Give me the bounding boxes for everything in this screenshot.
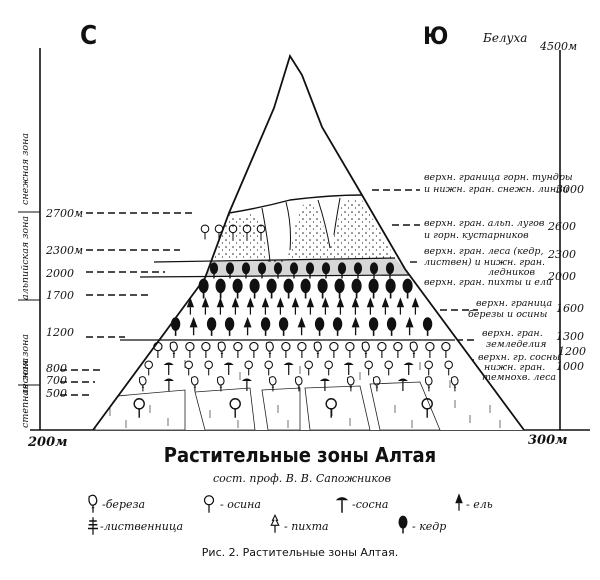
peak-name: Белуха	[482, 31, 527, 45]
legend-item-cedar: - кедр	[397, 514, 446, 534]
larch-icon	[87, 516, 99, 536]
base-left-height: 200м	[27, 435, 68, 450]
right-annotations: верхн. граница горн. тундры и нижн. гран…	[424, 172, 586, 383]
annotation-forest-top: верхн. гран. леса (кедр,	[424, 246, 544, 257]
zone-label-steppe: степная зона	[20, 358, 31, 428]
annotation-3000: 3000	[556, 183, 584, 196]
left-height-2700: 2700м	[45, 207, 83, 220]
legend-item-larch: -лиственница	[87, 516, 183, 536]
direction-north: С	[80, 21, 97, 51]
direction-south: Ю	[423, 22, 448, 50]
diagram-title: Растительные зоны Алтая	[164, 443, 436, 467]
zone-label-snow: снежная зона	[20, 133, 31, 205]
annotation-1600: 1600	[556, 302, 584, 315]
svg-text:-сосна: -сосна	[352, 498, 388, 511]
svg-text:-береза: -береза	[102, 498, 145, 511]
annotation-farming-top: верхн. гран.	[482, 328, 543, 339]
annotation-2300: 2300	[547, 248, 576, 261]
annotation-aspen: березы и осины	[468, 309, 548, 320]
annotation-pine-top: верхн. гр. сосны	[478, 352, 560, 363]
annotation-1300: 1300	[556, 330, 584, 343]
birch-icon	[88, 494, 98, 514]
annotation-farming: земледелия	[486, 339, 546, 350]
pine-icon	[334, 496, 350, 514]
annotation-shrubs: и горн. кустарников	[424, 230, 529, 241]
legend-item-pine: -сосна	[334, 496, 388, 514]
svg-text:- кедр: - кедр	[412, 520, 446, 533]
left-height-1200: 1200	[46, 326, 74, 339]
annotation-2000: 2000	[547, 270, 576, 283]
left-height-500: 500	[46, 387, 67, 400]
left-height-2000: 2000	[45, 267, 74, 280]
zone-label-forest: лесная зона	[20, 334, 31, 395]
left-height-1700: 1700	[46, 289, 74, 302]
annotation-snowline: и нижн. гран. снежн. линии	[424, 184, 568, 195]
legend-item-spruce: - ель	[454, 492, 493, 512]
annotation-1000: 1000	[556, 360, 584, 373]
annotation-larch: листвен) и нижн. гран.	[424, 257, 545, 268]
tree-mark-0	[200, 224, 210, 240]
annotation-1200: 1200	[558, 345, 586, 358]
legend-item-birch: -береза	[88, 494, 145, 514]
legend: -береза - осина -сосна - ель -лиственниц…	[87, 492, 493, 536]
annotation-dark-forest-low: нижн. гран.	[484, 362, 545, 373]
diagram-subtitle: сост. проф. В. В. Сапожников	[213, 472, 391, 485]
annotation-glaciers: ледников	[488, 267, 535, 278]
left-height-labels: 2700м 2300м 2000 1700 1200 800 700 500	[45, 207, 83, 400]
base-right-height: 300м	[528, 433, 568, 448]
peak-height: 4500м	[539, 40, 577, 53]
svg-text:- пихта: - пихта	[284, 520, 329, 533]
svg-text:-лиственница: -лиственница	[100, 520, 183, 533]
zone-labels: снежная зона альпийская зона лесная зона…	[20, 133, 31, 428]
fir-icon	[270, 514, 280, 534]
level-lines	[60, 189, 478, 396]
cedar-icon	[397, 514, 409, 534]
left-height-700: 700	[46, 374, 67, 387]
figure-caption: Рис. 2. Растительные зоны Алтая.	[202, 546, 398, 559]
annotation-alpine-meadow: верхн. гран. альп. лугов	[424, 218, 545, 229]
annotation-2600: 2600	[547, 220, 576, 233]
annotation-fir-spruce: верхн. гран. пихты и ели	[424, 277, 552, 288]
annotation-tundra: верхн. граница горн. тундры	[424, 172, 573, 183]
svg-text:- осина: - осина	[220, 498, 261, 511]
legend-item-fir: - пихта	[270, 514, 329, 534]
aspen-icon	[203, 495, 215, 514]
svg-text:- ель: - ель	[466, 498, 493, 511]
annotation-birch-top: верхн. граница	[476, 298, 552, 309]
legend-item-aspen: - осина	[203, 495, 261, 514]
left-height-800: 800	[46, 362, 67, 375]
annotation-dark-forest: темнохв. леса	[482, 372, 556, 383]
zone-label-alpine: альпийская зона	[20, 216, 31, 300]
spruce-icon	[454, 492, 464, 512]
left-height-2300: 2300м	[45, 244, 83, 257]
